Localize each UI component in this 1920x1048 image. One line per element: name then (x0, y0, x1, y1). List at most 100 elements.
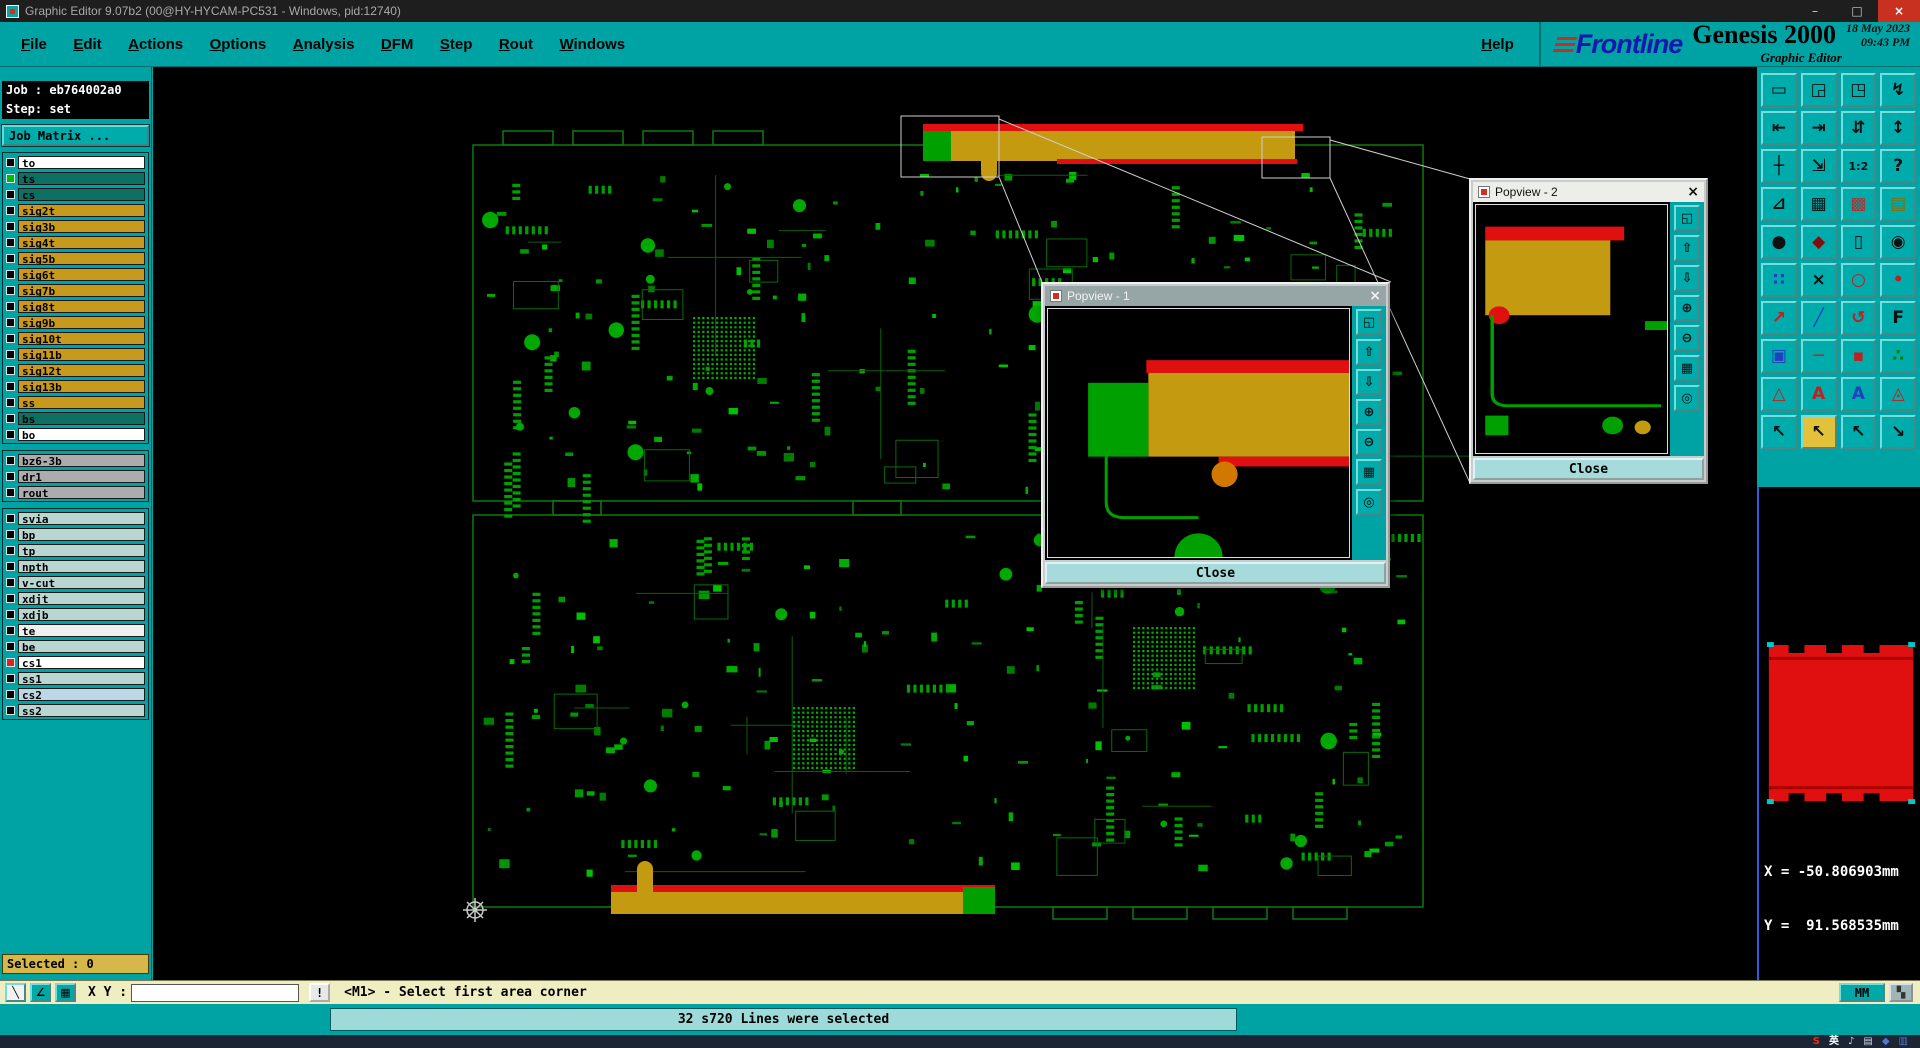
sogou-ime-icon[interactable]: S (1812, 1036, 1820, 1047)
layer-row[interactable]: rout (3, 484, 148, 500)
shape-symbol-button[interactable]: ◆ (1800, 225, 1837, 259)
layer-visibility-box[interactable] (6, 625, 15, 635)
pan-up-button[interactable]: ⇧ (1674, 235, 1700, 261)
small-pad-button[interactable]: ▪ (1840, 339, 1877, 373)
snap-grid-button[interactable]: ▦ (55, 983, 76, 1002)
layer-row[interactable]: cs1 (3, 654, 148, 670)
layer-visibility-box[interactable] (6, 673, 15, 683)
select-highlight-button[interactable]: ↖ (1800, 415, 1837, 449)
grid-tray-icon[interactable]: ▥ (1898, 1036, 1908, 1047)
triangle-button[interactable]: △ (1761, 377, 1797, 411)
text-font-button[interactable]: F (1880, 301, 1916, 335)
layer-row[interactable]: sig11b (3, 346, 148, 362)
layer-visibility-box[interactable] (6, 657, 15, 667)
layer-row[interactable]: npth (3, 558, 148, 574)
grid-color-button[interactable]: ▩ (1840, 187, 1877, 221)
popview-2-close-icon[interactable]: × (1687, 184, 1699, 200)
layer-row[interactable]: bz6-3b (3, 452, 148, 468)
grid-toggle-button[interactable]: ▦ (1356, 459, 1382, 485)
outline-mode-button[interactable]: ▯ (1840, 225, 1877, 259)
menu-item-help[interactable]: Help (1481, 35, 1514, 53)
surface-button[interactable]: ▣ (1761, 339, 1797, 373)
layer-visibility-box[interactable] (6, 205, 15, 215)
layer-row[interactable]: sig7b (3, 282, 148, 298)
menu-item[interactable]: Analysis (292, 35, 355, 53)
audio-tray-icon[interactable]: ♪ (1848, 1036, 1855, 1047)
layer-visibility-box[interactable] (6, 157, 15, 167)
board-thumbnail[interactable] (1759, 487, 1920, 974)
layer-row[interactable]: sig9b (3, 314, 148, 330)
dot-button[interactable]: • (1880, 263, 1916, 297)
h-line-button[interactable]: ─ (1800, 339, 1837, 373)
layer-row[interactable]: sig2t (3, 202, 148, 218)
layer-row[interactable]: ss (3, 394, 148, 410)
layer-row[interactable]: sig13b (3, 378, 148, 394)
layer-visibility-box[interactable] (6, 301, 15, 311)
measure-button[interactable]: ⊿ (1761, 187, 1797, 221)
ime-language-icon[interactable]: 英 (1829, 1036, 1839, 1047)
popview-2-titlebar[interactable]: Popview - 2 × (1473, 182, 1704, 202)
zoom-out-button[interactable]: ⊖ (1674, 325, 1700, 351)
menu-item[interactable]: File (21, 35, 47, 53)
layer-visibility-box[interactable] (6, 349, 15, 359)
layer-row[interactable]: sig4t (3, 234, 148, 250)
zoom-ratio-button[interactable]: 1:2 (1840, 149, 1877, 183)
popview-1-view[interactable] (1047, 308, 1350, 558)
popview-1-titlebar[interactable]: Popview - 1 × (1045, 286, 1386, 306)
zoom-window-button[interactable]: ⇲ (1800, 149, 1837, 183)
layer-visibility-box[interactable] (6, 705, 15, 715)
text-red-button[interactable]: A (1800, 377, 1837, 411)
table-button[interactable]: ▤ (1880, 187, 1916, 221)
layer-visibility-box[interactable] (6, 529, 15, 539)
pan-vertical-button[interactable]: ⇵ (1840, 111, 1877, 145)
layer-visibility-box[interactable] (6, 471, 15, 481)
triangle-ref-button[interactable]: ◬ (1880, 377, 1916, 411)
pan-right-button[interactable]: ⇥ (1800, 111, 1837, 145)
refresh-button[interactable]: ↯ (1880, 73, 1916, 107)
grid-toggle-button[interactable]: ▦ (1674, 355, 1700, 381)
menu-item[interactable]: Edit (73, 35, 102, 53)
popview-2-close-button[interactable]: Close (1473, 458, 1704, 480)
layer-row[interactable]: xdjb (3, 606, 148, 622)
pan-center-button[interactable]: ┼ (1761, 149, 1797, 183)
layer-visibility-box[interactable] (6, 561, 15, 571)
pick-button[interactable]: ↘ (1880, 415, 1916, 449)
maximize-button[interactable]: □ (1836, 0, 1878, 22)
grid-button[interactable]: ▦ (1800, 187, 1837, 221)
zoom-extents-button[interactable]: ↕ (1880, 111, 1916, 145)
menu-item[interactable]: Step (439, 35, 473, 53)
layer-visibility-box[interactable] (6, 381, 15, 391)
menu-item[interactable]: DFM (380, 35, 414, 53)
layer-visibility-box[interactable] (6, 455, 15, 465)
layer-visibility-box[interactable] (6, 333, 15, 343)
panel-tray-icon[interactable]: ▤ (1863, 1036, 1873, 1047)
layer-row[interactable]: sig12t (3, 362, 148, 378)
layer-visibility-box[interactable] (6, 221, 15, 231)
layer-row[interactable]: bs (3, 410, 148, 426)
layer-row[interactable]: sig10t (3, 330, 148, 346)
layer-visibility-box[interactable] (6, 545, 15, 555)
layer-row[interactable]: cs (3, 186, 148, 202)
layer-row[interactable]: tp (3, 542, 148, 558)
menu-item[interactable]: Windows (559, 35, 626, 53)
layer-row[interactable]: v-cut (3, 574, 148, 590)
layer-visibility-box[interactable] (6, 253, 15, 263)
layer-visibility-box[interactable] (6, 609, 15, 619)
layer-visibility-box[interactable] (6, 365, 15, 375)
layer-row[interactable]: cs2 (3, 686, 148, 702)
minimize-button[interactable]: – (1794, 0, 1836, 22)
close-button[interactable]: × (1878, 0, 1920, 22)
view-snapshot-button[interactable]: ◱ (1674, 205, 1700, 231)
zoom-out-button[interactable]: ⊖ (1356, 429, 1382, 455)
cluster-button[interactable]: ∴ (1880, 339, 1916, 373)
layer-row[interactable]: te (3, 622, 148, 638)
pad-symbol-button[interactable]: ● (1761, 225, 1797, 259)
layer-row[interactable]: sig6t (3, 266, 148, 282)
center-view-button[interactable]: ◎ (1674, 385, 1700, 411)
layer-visibility-box[interactable] (6, 487, 15, 497)
layer-visibility-box[interactable] (6, 577, 15, 587)
layer-visibility-box[interactable] (6, 285, 15, 295)
layer-visibility-box[interactable] (6, 413, 15, 423)
layer-row[interactable]: sig8t (3, 298, 148, 314)
layer-row[interactable]: sig3b (3, 218, 148, 234)
